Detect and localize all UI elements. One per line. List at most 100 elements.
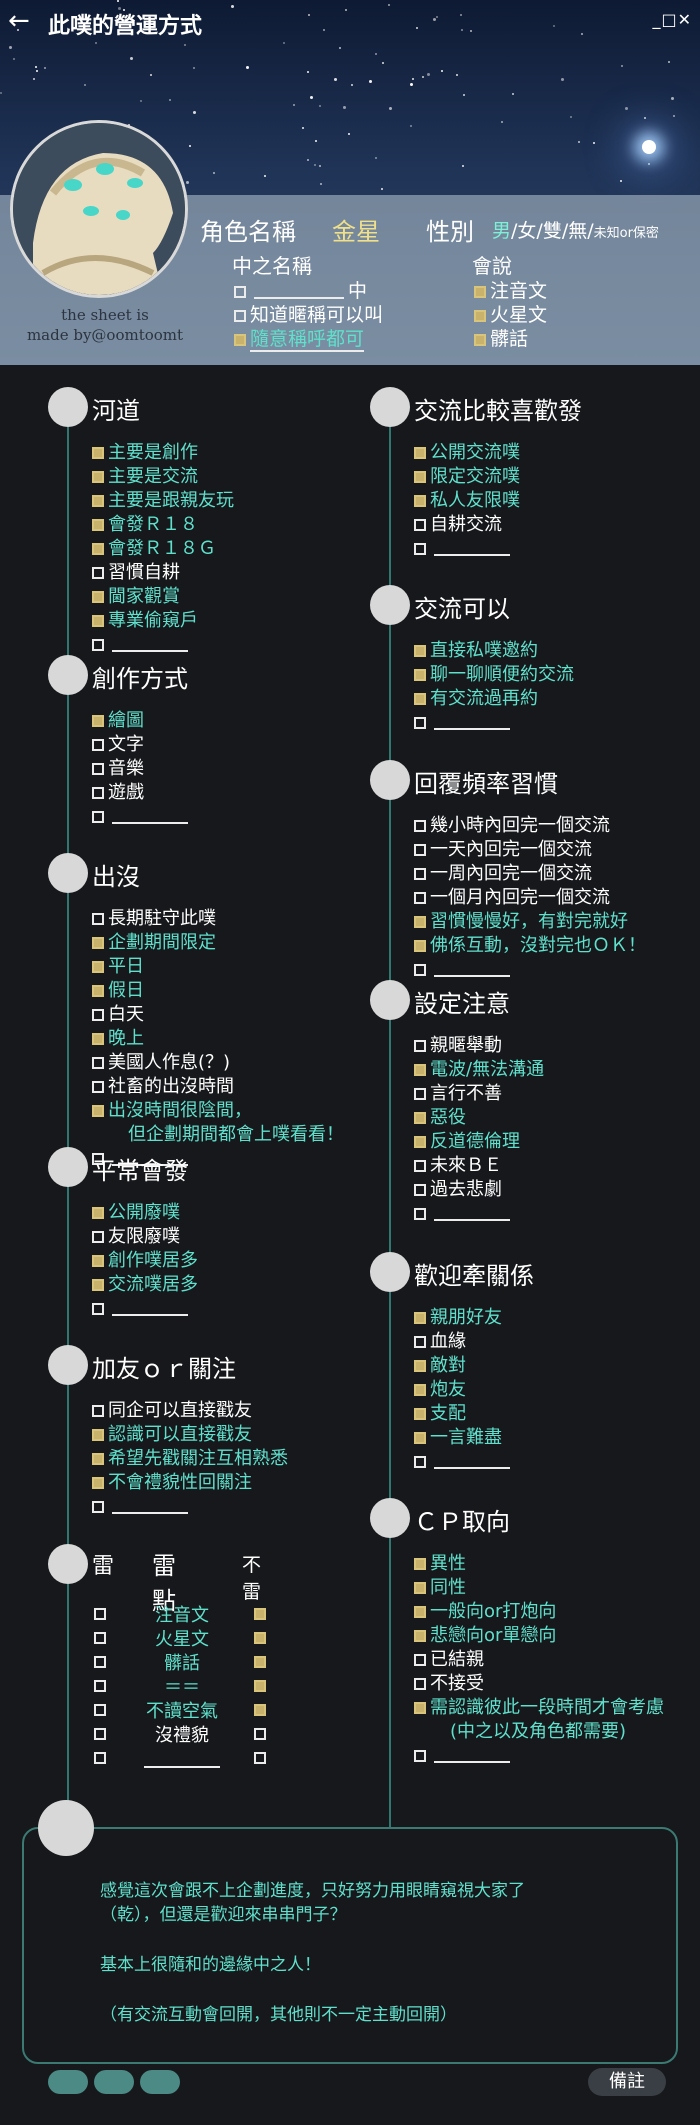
checkbox-checked[interactable] (474, 334, 486, 346)
checkbox[interactable] (414, 543, 426, 555)
checkbox[interactable] (94, 1704, 106, 1716)
blank-option[interactable] (92, 1297, 198, 1321)
checklist-item[interactable]: 一周內回完一個交流 (414, 862, 646, 886)
checklist-item[interactable]: 會發Ｒ１８ (92, 513, 234, 537)
checkbox[interactable] (92, 913, 104, 925)
page-tab-2[interactable] (94, 2070, 134, 2094)
checkbox-checked[interactable] (414, 645, 426, 657)
checklist-item[interactable]: 晚上 (92, 1027, 344, 1051)
checkbox[interactable] (414, 717, 426, 729)
arrow-left-icon[interactable]: ← (8, 6, 30, 36)
checkbox-checked[interactable] (414, 1136, 426, 1148)
checkbox-checked[interactable] (414, 1360, 426, 1372)
speak-option-2[interactable]: 火星文 (474, 300, 547, 327)
checkbox-checked[interactable] (92, 615, 104, 627)
checklist-item[interactable]: 閫家觀賞 (92, 585, 234, 609)
checklist-item[interactable]: 聊一聊順便約交流 (414, 663, 574, 687)
checkbox-checked[interactable] (474, 310, 486, 322)
checklist-item[interactable]: 創作噗居多 (92, 1249, 198, 1273)
checklist-item[interactable]: 公開交流噗 (414, 441, 520, 465)
checkbox-checked[interactable] (414, 1064, 426, 1076)
blank-option[interactable] (414, 958, 646, 982)
checkbox[interactable] (92, 639, 104, 651)
checkbox-checked[interactable] (92, 985, 104, 997)
checkbox-checked[interactable] (254, 1680, 266, 1692)
checklist-item[interactable]: 未來ＢＥ (414, 1154, 544, 1178)
checkbox-checked[interactable] (92, 495, 104, 507)
checkbox[interactable] (92, 1303, 104, 1315)
checkbox[interactable] (92, 567, 104, 579)
checklist-item[interactable]: 音樂 (92, 757, 192, 781)
checklist-item[interactable]: 希望先戳關注互相熟悉 (92, 1447, 288, 1471)
checkbox[interactable] (414, 1336, 426, 1348)
checklist-item[interactable]: 需認識彼此一段時間才會考慮 (414, 1696, 664, 1720)
checkbox-checked[interactable] (414, 495, 426, 507)
blank-option[interactable] (414, 537, 520, 561)
checkbox[interactable] (94, 1656, 106, 1668)
checkbox-checked[interactable] (414, 916, 426, 928)
checklist-item[interactable]: 血緣 (414, 1330, 514, 1354)
checkbox-checked[interactable] (92, 1255, 104, 1267)
checkbox-checked[interactable] (92, 1105, 104, 1117)
checkbox-checked[interactable] (414, 940, 426, 952)
blank-option[interactable] (414, 1450, 514, 1474)
checklist-item[interactable]: 惡役 (414, 1106, 544, 1130)
checkbox-checked[interactable] (92, 471, 104, 483)
checklist-item[interactable]: 平日 (92, 955, 344, 979)
checklist-item[interactable]: 繪圖 (92, 709, 192, 733)
checkbox-checked[interactable] (92, 1207, 104, 1219)
checkbox-checked[interactable] (92, 1477, 104, 1489)
checklist-item[interactable]: 習慣自耕 (92, 561, 234, 585)
checklist-item[interactable]: 白天 (92, 1003, 344, 1027)
checkbox[interactable] (92, 1231, 104, 1243)
checkbox[interactable] (414, 964, 426, 976)
checklist-item[interactable]: 私人友限噗 (414, 489, 520, 513)
checkbox-checked[interactable] (414, 1312, 426, 1324)
checkbox[interactable] (92, 1081, 104, 1093)
checklist-item[interactable]: 企劃期間限定 (92, 931, 344, 955)
checklist-item[interactable]: 長期駐守此噗 (92, 907, 344, 931)
checkbox-checked[interactable] (92, 715, 104, 727)
checkbox-checked[interactable] (414, 1112, 426, 1124)
checkbox-checked[interactable] (254, 1656, 266, 1668)
nickname-option-1[interactable]: 中 (234, 276, 367, 303)
checkbox[interactable] (234, 310, 246, 322)
checkbox-checked[interactable] (92, 1279, 104, 1291)
checklist-item[interactable]: 美國人作息(？) (92, 1051, 344, 1075)
checkbox-checked[interactable] (414, 1558, 426, 1570)
checklist-item[interactable]: 親暱舉動 (414, 1034, 544, 1058)
checkbox[interactable] (92, 739, 104, 751)
checklist-item[interactable]: 習慣慢慢好，有對完就好 (414, 910, 646, 934)
checkbox[interactable] (254, 1728, 266, 1740)
checkbox-checked[interactable] (414, 669, 426, 681)
blank-option[interactable] (92, 805, 192, 829)
checklist-item[interactable]: 異性 (414, 1552, 664, 1576)
checklist-item[interactable]: 遊戲 (92, 781, 192, 805)
checkbox-checked[interactable] (92, 961, 104, 973)
checklist-item[interactable]: 不接受 (414, 1672, 664, 1696)
checklist-item[interactable]: 自耕交流 (414, 513, 520, 537)
checkbox-checked[interactable] (92, 447, 104, 459)
checklist-item[interactable]: 公開廢噗 (92, 1201, 198, 1225)
checkbox-checked[interactable] (254, 1608, 266, 1620)
checklist-item[interactable]: 認識可以直接戳友 (92, 1423, 288, 1447)
checkbox-checked[interactable] (92, 1429, 104, 1441)
nickname-option-3[interactable]: 隨意稱呼都可 (234, 324, 365, 352)
checklist-item[interactable]: 限定交流噗 (414, 465, 520, 489)
blank-option[interactable] (92, 1495, 288, 1519)
checklist-item[interactable]: 假日 (92, 979, 344, 1003)
checkbox-checked[interactable] (414, 693, 426, 705)
checklist-item[interactable]: 一言難盡 (414, 1426, 514, 1450)
checkbox-checked[interactable] (474, 286, 486, 298)
checklist-item[interactable]: 同企可以直接戳友 (92, 1399, 288, 1423)
checkbox[interactable] (414, 844, 426, 856)
checklist-item[interactable]: 言行不善 (414, 1082, 544, 1106)
checklist-item[interactable]: 主要是創作 (92, 441, 234, 465)
checkbox[interactable] (94, 1728, 106, 1740)
blank-option[interactable] (414, 711, 574, 735)
checkbox-checked[interactable] (414, 1384, 426, 1396)
memo-button[interactable]: 備註 (588, 2068, 666, 2096)
checklist-item[interactable]: 一個月內回完一個交流 (414, 886, 646, 910)
checkbox[interactable] (414, 868, 426, 880)
checklist-item[interactable]: 一天內回完一個交流 (414, 838, 646, 862)
